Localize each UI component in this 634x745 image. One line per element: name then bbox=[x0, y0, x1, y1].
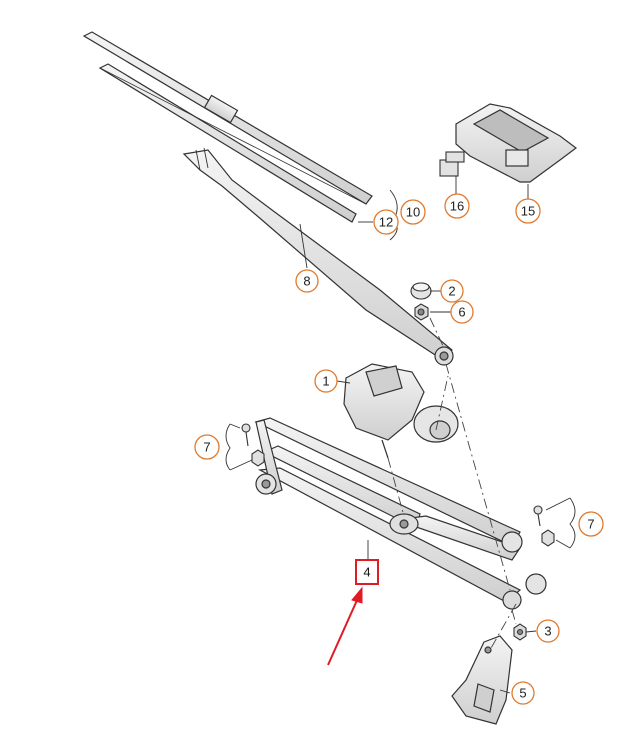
callout-labels: 1 2 3 5 6 7 7 8 10 12 15 16 bbox=[203, 199, 594, 701]
callout-6-ring bbox=[450, 300, 474, 324]
callout-8-ring bbox=[295, 269, 319, 293]
callout-7-left-ring bbox=[194, 434, 220, 460]
callout-1: 1 bbox=[322, 374, 329, 389]
highlight-box bbox=[355, 559, 379, 585]
wiper-linkage bbox=[254, 417, 547, 610]
wiper-motor bbox=[343, 363, 459, 459]
callout-7-left: 7 bbox=[203, 440, 210, 455]
callout-1-ring bbox=[314, 369, 338, 393]
callout-15: 15 bbox=[521, 204, 535, 219]
callout-16-ring bbox=[444, 193, 470, 219]
callout-15-ring bbox=[515, 198, 541, 224]
assembly-lines bbox=[387, 317, 517, 651]
highlight-part-4: 4 bbox=[355, 559, 379, 585]
pointer-arrow bbox=[327, 586, 363, 666]
callout-16: 16 bbox=[450, 199, 464, 214]
callout-10: 10 bbox=[406, 205, 420, 220]
sensor-connector bbox=[439, 151, 465, 177]
callout-12-ring bbox=[373, 209, 399, 235]
callout-12: 12 bbox=[379, 215, 393, 230]
callout-8: 8 bbox=[303, 274, 310, 289]
callout-3: 3 bbox=[544, 624, 551, 639]
arm-cap bbox=[410, 282, 432, 300]
nut-3 bbox=[513, 623, 527, 641]
bolts-right bbox=[533, 505, 555, 547]
arm-nut bbox=[414, 303, 429, 321]
wiper-arm bbox=[182, 147, 454, 366]
callout-5: 5 bbox=[519, 686, 526, 701]
highlight-label: 4 bbox=[363, 565, 370, 580]
callout-2-ring bbox=[440, 279, 464, 303]
callout-10-ring bbox=[400, 199, 426, 225]
callout-2: 2 bbox=[448, 284, 455, 299]
rain-sensor bbox=[455, 103, 577, 183]
callout-5-ring bbox=[511, 681, 535, 705]
callout-6: 6 bbox=[458, 305, 465, 320]
leader-lines bbox=[225, 176, 576, 694]
bolts-left bbox=[241, 423, 265, 467]
callout-3-ring bbox=[536, 619, 560, 643]
callouts bbox=[194, 193, 604, 705]
bracket bbox=[451, 635, 513, 725]
callout-7-right: 7 bbox=[587, 517, 594, 532]
callout-7-right-ring bbox=[578, 511, 604, 537]
wiper-blade bbox=[82, 31, 373, 223]
